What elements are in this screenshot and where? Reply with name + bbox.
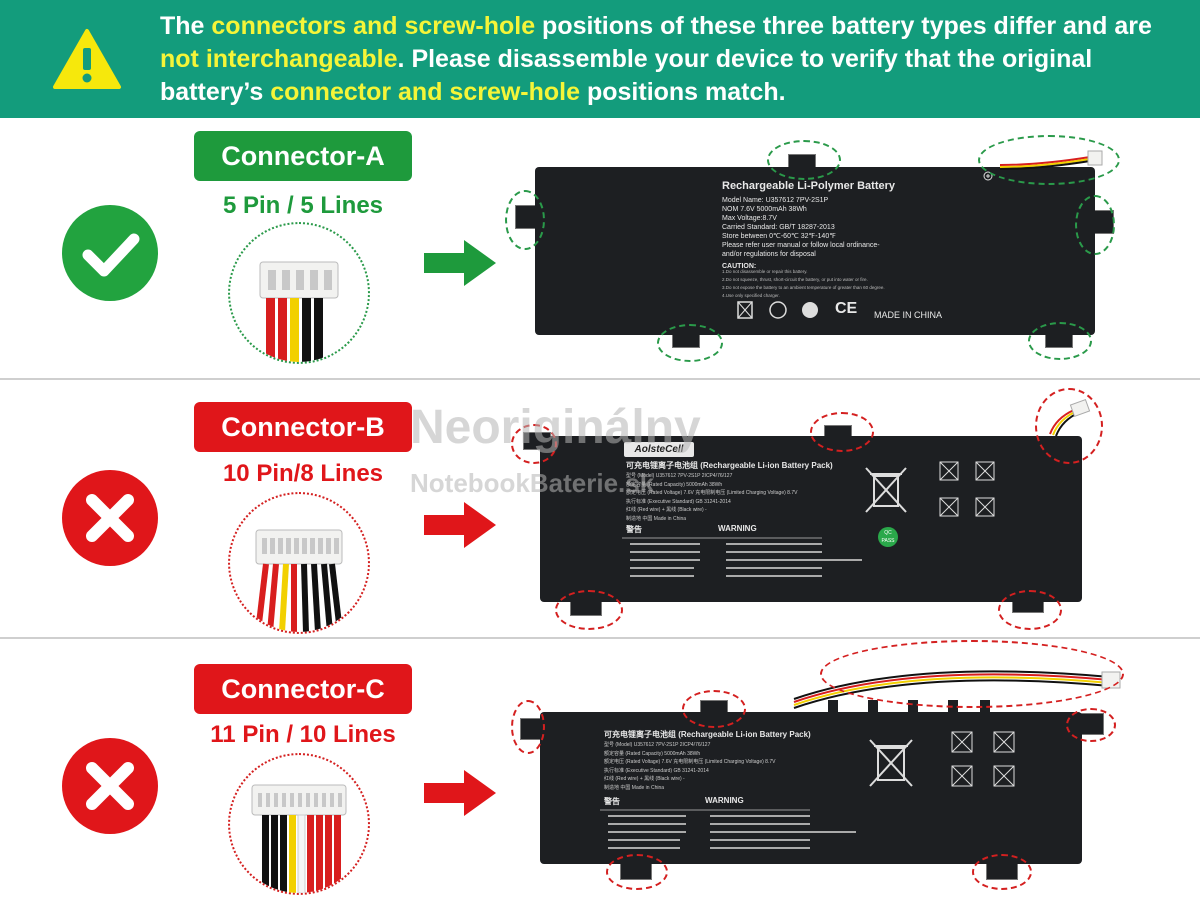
checkmark-icon <box>62 205 158 301</box>
spec-line: Model Name: U357612 7PV-2S1P <box>722 197 829 204</box>
spec-line: Please refer user manual or follow local… <box>722 242 880 249</box>
spec-line: 红线 (Red wire) + 黑线 (Black wire) - <box>604 776 685 782</box>
battery-title: 可充电锂离子电池组 (Rechargeable Li-ion Battery P… <box>604 730 811 739</box>
screw-hole-marker <box>555 590 623 630</box>
safety-symbols-icon <box>939 461 995 517</box>
banner-highlight: not interchangeable <box>160 45 398 73</box>
warning-banner: The connectors and screw-hole positions … <box>0 0 1200 118</box>
made-in-label: MADE IN CHINA <box>874 310 943 320</box>
spec-line: 额定容量 (Rated Capacity) 5000mAh 38Wh <box>626 481 723 488</box>
banner-highlight: connectors and screw-hole <box>211 12 536 40</box>
banner-text-part: positions of these three battery types d… <box>535 12 1152 40</box>
crossed-bin-icon <box>869 739 913 787</box>
warning-lines <box>622 537 862 577</box>
crossed-bin-icon <box>865 467 907 513</box>
connector-label: Connector-B <box>194 402 412 452</box>
screw-hole-marker <box>682 690 746 728</box>
spec-line: and/or regulations for disposal <box>722 251 816 258</box>
spec-line: Store between 0℃-60℃ 32℉-140℉ <box>722 233 836 240</box>
screw-hole-marker <box>1066 708 1116 742</box>
warning-heading-cn: 警告 <box>604 797 620 806</box>
connector-photo <box>228 753 370 895</box>
connector-marker <box>1035 388 1103 464</box>
banner-text: The connectors and screw-hole positions … <box>160 10 1180 109</box>
screw-hole-marker <box>1028 322 1092 360</box>
warning-heading-en: WARNING <box>705 796 744 805</box>
spec-line: 型号 (Model) U357612 7PV-2S1P 2ICP4/76/127 <box>604 742 711 748</box>
recycle-symbols-icon <box>737 301 818 319</box>
spec-line: 执行标准 (Executive Standard) GB 31241-2014 <box>626 498 731 505</box>
battery-body <box>540 712 1082 864</box>
banner-highlight: connector and screw-hole <box>270 78 581 106</box>
connector-marker <box>820 640 1124 708</box>
banner-text-part: The <box>160 12 212 40</box>
right-arrow-icon <box>424 240 496 286</box>
right-arrow-icon <box>424 502 496 548</box>
watermark-line2: NotebookBaterie.sk <box>410 468 655 498</box>
screw-hole-marker <box>998 590 1062 630</box>
section-divider <box>0 637 1200 639</box>
watermark-line1: Neoriginálny <box>410 401 701 454</box>
caution-line: 3.Do not expose the battery to an ambien… <box>722 285 885 290</box>
spec-line: 型号 (Model) U357612 7PV-2S1P 2ICP4/76/127 <box>626 473 733 479</box>
caution-heading: CAUTION: <box>722 263 757 270</box>
screw-hole-marker <box>511 700 545 754</box>
warning-heading-cn: 警告 <box>626 525 642 534</box>
spec-line: 额定电压 (Rated Voltage) 7.6V 充电限制电压 (Limite… <box>604 759 776 765</box>
screw-hole-marker <box>505 190 545 250</box>
screw-hole-marker <box>657 324 723 362</box>
battery-title: Rechargeable Li-Polymer Battery <box>722 180 896 192</box>
safety-symbols-icon <box>951 731 1015 787</box>
battery-title: 可充电锂离子电池组 (Rechargeable Li-ion Battery P… <box>626 461 833 470</box>
connector-photo <box>228 492 370 634</box>
screw-hole-marker <box>767 140 841 180</box>
spec-line: 制造地 中国 Made in China <box>604 784 665 791</box>
banner-text-part: positions match. <box>580 78 786 106</box>
screw-hole-marker <box>1075 195 1115 255</box>
section-divider <box>0 378 1200 380</box>
brand-label: AolsteCell <box>624 442 694 457</box>
spec-line: NOM 7.6V 5000mAh 38Wh <box>722 206 807 213</box>
x-cross-icon <box>62 470 158 566</box>
warning-triangle-icon <box>53 29 121 89</box>
screw-hole-marker <box>972 854 1032 890</box>
spec-line: 额定容量 (Rated Capacity) 5000mAh 38Wh <box>604 750 701 757</box>
spec-line: 额定电压 (Rated Voltage) 7.6V 充电限制电压 (Limite… <box>626 490 798 496</box>
screw-hole-marker <box>511 424 557 464</box>
spec-line: 执行标准 (Executive Standard) GB 31241-2014 <box>604 767 709 774</box>
spec-line: 红线 (Red wire) + 黑线 (Black wire) - <box>626 507 707 513</box>
pin-count: 5 Pin / 5 Lines <box>222 192 384 219</box>
pin-count: 10 Pin/8 Lines <box>222 460 384 487</box>
connector-label: Connector-C <box>194 664 412 714</box>
caution-list: 1.Do not disassemble or repair this batt… <box>722 268 982 300</box>
qc-pass-badge: QC PASS <box>878 527 898 547</box>
battery-specs: 型号 (Model) U357612 7PV-2S1P 2ICP4/76/127… <box>604 741 834 792</box>
spec-line: Carried Standard: GB/T 18287-2013 <box>722 224 835 231</box>
banner-text-part: . Please disassemble your device to veri… <box>160 45 1093 106</box>
caution-line: 2.Do not squeeze, thrust, short-circuit … <box>722 277 868 282</box>
right-arrow-icon <box>424 770 496 816</box>
ce-mark: CE <box>835 300 858 317</box>
warning-heading-en: WARNING <box>718 524 757 533</box>
warning-lines <box>600 809 856 849</box>
spec-line: Max Voltage:8.7V <box>722 215 777 222</box>
spec-line: 制造地 中国 Made in China <box>626 515 687 522</box>
screw-hole-marker <box>810 412 874 452</box>
connector-label: Connector-A <box>194 131 412 181</box>
battery-specs: Model Name: U357612 7PV-2S1P NOM 7.6V 50… <box>722 196 962 271</box>
battery-specs: 型号 (Model) U357612 7PV-2S1P 2ICP4/76/127… <box>626 472 856 523</box>
pin-count: 11 Pin / 10 Lines <box>210 721 396 748</box>
caution-line: 4.Use only specified charger. <box>722 293 780 298</box>
screw-hole-marker <box>606 854 668 890</box>
connector-marker <box>978 135 1120 185</box>
connector-photo <box>228 222 370 364</box>
x-cross-icon <box>62 738 158 834</box>
caution-line: 1.Do not disassemble or repair this batt… <box>722 269 808 274</box>
